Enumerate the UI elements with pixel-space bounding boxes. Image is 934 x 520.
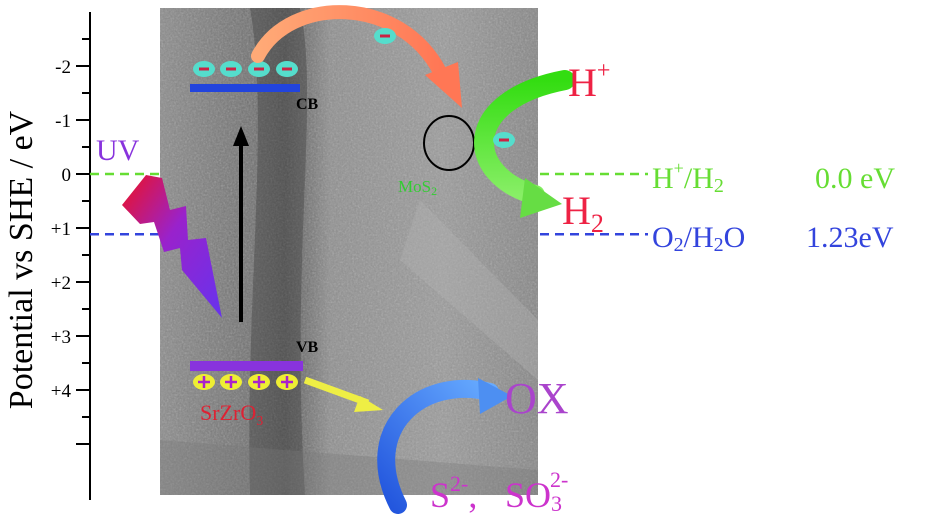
potential-lines [90,172,648,236]
hole-icon [248,374,270,390]
tick-label: 0 [62,165,72,186]
cb-label: CB [296,96,319,113]
h2-label: H2 [562,188,604,238]
tick-label: -2 [55,57,71,78]
sulfide-label: S2-, [430,471,477,515]
electron-transfer-arrow [251,5,462,108]
h-couple-value: 0.0 eV [815,162,895,195]
tick-label: +2 [51,273,71,294]
electron-icon [374,28,396,44]
oxidation-arrow [377,378,512,514]
conduction-band [190,84,300,92]
tick-label: -1 [55,111,71,132]
tick-label: +1 [51,219,71,240]
sulfite-label: SO32- [505,467,568,516]
o-couple-value: 1.23eV [806,221,894,254]
excitation-arrow [233,126,249,322]
lightning-icon [122,175,222,318]
valence-band [190,361,303,371]
ox-label: OX [505,374,569,423]
electron-icon [220,61,242,77]
hole-icon [193,374,215,390]
tick-label: +3 [51,327,71,348]
reduction-arrow [474,70,575,218]
uv-label: UV [96,134,140,167]
electron-icon [276,61,298,77]
h-plus-label: H+ [568,58,610,105]
h-couple-label: H+/H2 [652,158,724,197]
vb-holes [193,374,298,390]
mos2-particle [423,115,475,171]
o-couple-label: O2/H2O [652,221,745,256]
hole-icon [220,374,242,390]
tick-labels: -2 -1 0 +1 +2 +3 +4 [51,57,72,402]
potential-axis [76,12,91,500]
electron-icon [193,61,215,77]
tick-label: +4 [51,381,72,402]
hole-transfer-arrow [303,376,383,412]
vb-label: VB [296,339,319,356]
hole-icon [276,374,298,390]
cb-electrons [193,61,298,77]
electron-icon [493,132,515,148]
electron-icon [248,61,270,77]
mos2-label: MoS2 [398,177,437,198]
srzro3-label: SrZrO3 [200,400,263,429]
